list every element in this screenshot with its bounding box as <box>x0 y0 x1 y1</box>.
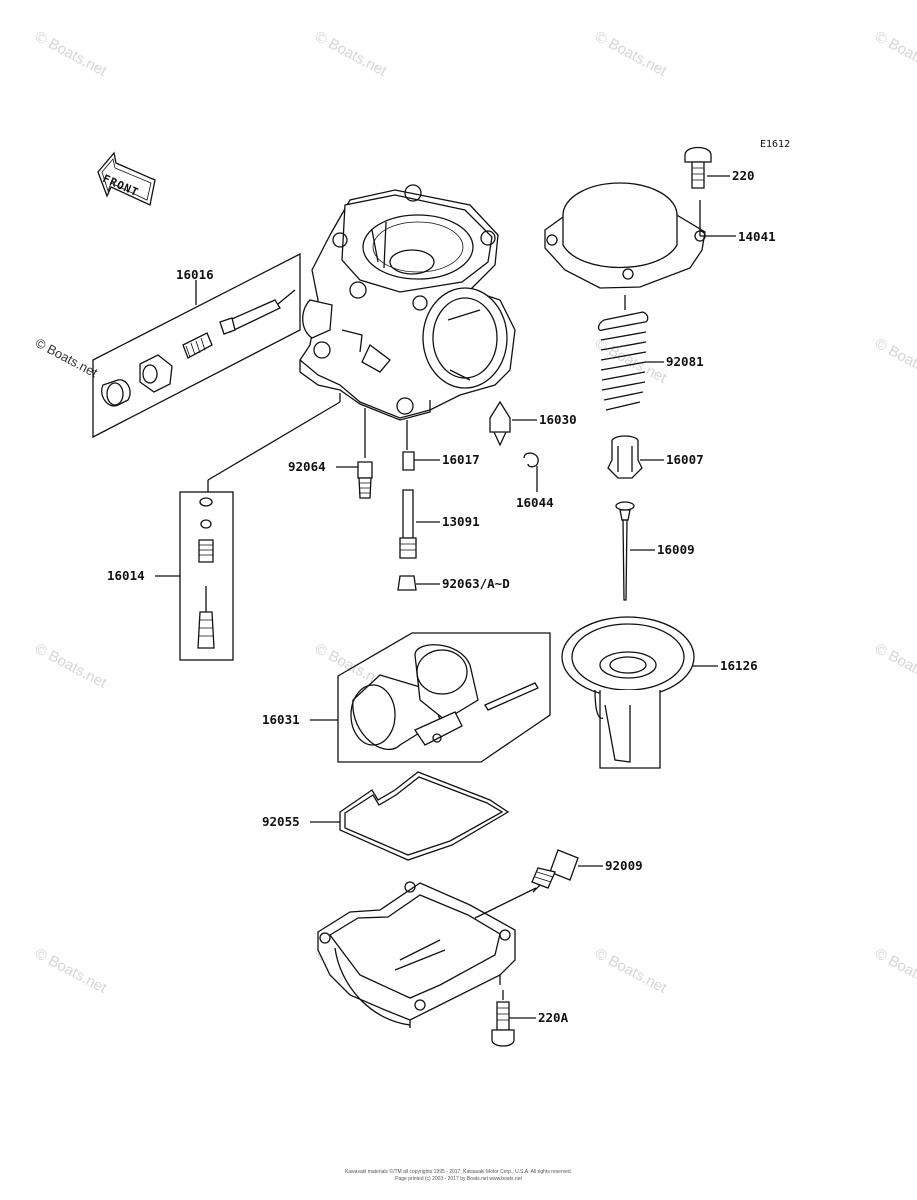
pilot-jet-part-drawing <box>357 461 373 499</box>
diagram-code: E1612 <box>760 139 791 150</box>
part-label-16044[interactable]: 16044 <box>516 495 554 510</box>
part-label-16031[interactable]: 16031 <box>262 712 300 727</box>
part-label-220A[interactable]: 220A <box>538 1010 569 1025</box>
spring-drawing <box>597 311 649 411</box>
footer-copyright: Kawasaki materials ©/TM all copyrights 1… <box>344 1169 573 1175</box>
top-cover-drawing <box>544 182 706 289</box>
needle-holder-drawing <box>607 435 643 479</box>
vacuum-piston-drawing <box>561 616 695 769</box>
part-label-16014[interactable]: 16014 <box>107 568 145 583</box>
part-label-92064[interactable]: 92064 <box>288 459 326 474</box>
front-arrow-icon <box>97 151 156 206</box>
starter-plunger-assembly-drawing <box>179 491 234 661</box>
part-label-92063[interactable]: 92063/A~D <box>442 576 510 591</box>
part-label-14041[interactable]: 14041 <box>738 229 776 244</box>
part-label-16017[interactable]: 16017 <box>442 452 480 467</box>
part-label-16009[interactable]: 16009 <box>657 542 695 557</box>
carburetor-body-drawing <box>299 184 516 421</box>
float-valve-drawing <box>489 400 511 447</box>
screw-top-drawing <box>684 146 712 189</box>
drain-screw-drawing <box>531 849 579 893</box>
float-bowl-drawing <box>317 881 516 1028</box>
part-label-16030[interactable]: 16030 <box>539 412 577 427</box>
float-assembly-drawing <box>337 632 551 763</box>
jet-needle-drawing <box>615 501 635 601</box>
pilot-screw-assembly-drawing <box>92 252 301 439</box>
clip-drawing <box>523 452 539 468</box>
part-label-92081[interactable]: 92081 <box>666 354 704 369</box>
part-label-16126[interactable]: 16126 <box>720 658 758 673</box>
screw-bottom-drawing <box>491 1001 515 1047</box>
needle-jet-drawing <box>399 489 417 559</box>
footer-printed: Page printed (c) 2003 - 2017 by Boats.ne… <box>395 1176 522 1182</box>
part-label-92055[interactable]: 92055 <box>262 814 300 829</box>
part-label-16007[interactable]: 16007 <box>666 452 704 467</box>
part-label-13091[interactable]: 13091 <box>442 514 480 529</box>
leader-lines <box>155 175 736 1019</box>
part-label-92009[interactable]: 92009 <box>605 858 643 873</box>
float-bowl-gasket-drawing <box>339 771 510 861</box>
main-jet-drawing <box>397 575 417 591</box>
needle-jet-holder-drawing <box>402 451 415 471</box>
part-label-16016[interactable]: 16016 <box>176 267 214 282</box>
part-label-220[interactable]: 220 <box>732 168 755 183</box>
